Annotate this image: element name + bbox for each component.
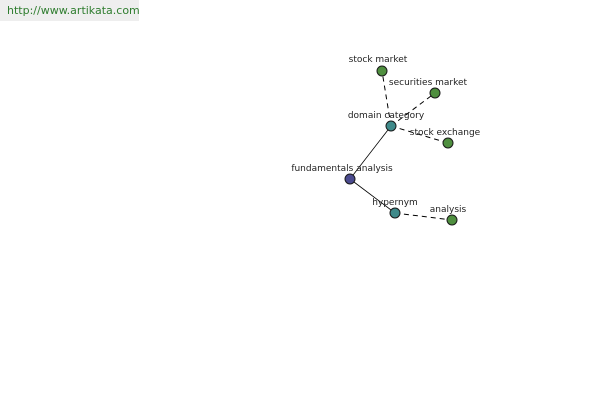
node-center[interactable]: [344, 173, 356, 185]
node-securities-market[interactable]: [429, 87, 441, 99]
label-analysis: analysis: [430, 205, 467, 215]
edge-domain-category-stock-market: [381, 70, 392, 127]
edge-domain-category-stock-exchange: [390, 125, 449, 144]
label-center: fundamentals analysis: [291, 164, 393, 174]
node-stock-market[interactable]: [376, 65, 388, 77]
edge-center-hypernym: [349, 178, 396, 214]
label-stock-market: stock market: [349, 55, 408, 65]
label-securities-market: securities market: [389, 78, 468, 88]
watermark-banner: http://www.artikata.com: [0, 0, 140, 21]
node-domain-category[interactable]: [385, 120, 397, 132]
edge-hypernym-analysis: [394, 212, 453, 221]
watermark-url[interactable]: http://www.artikata.com: [7, 4, 140, 17]
node-analysis[interactable]: [446, 214, 458, 226]
label-stock-exchange: stock exchange: [410, 128, 481, 138]
label-domain-category: domain category: [348, 111, 425, 121]
edge-domain-category-securities-market: [390, 92, 436, 127]
label-hypernym: hypernym: [372, 198, 418, 208]
edge-center-domain-category: [349, 125, 392, 180]
node-hypernym[interactable]: [389, 207, 401, 219]
node-stock-exchange[interactable]: [442, 137, 454, 149]
